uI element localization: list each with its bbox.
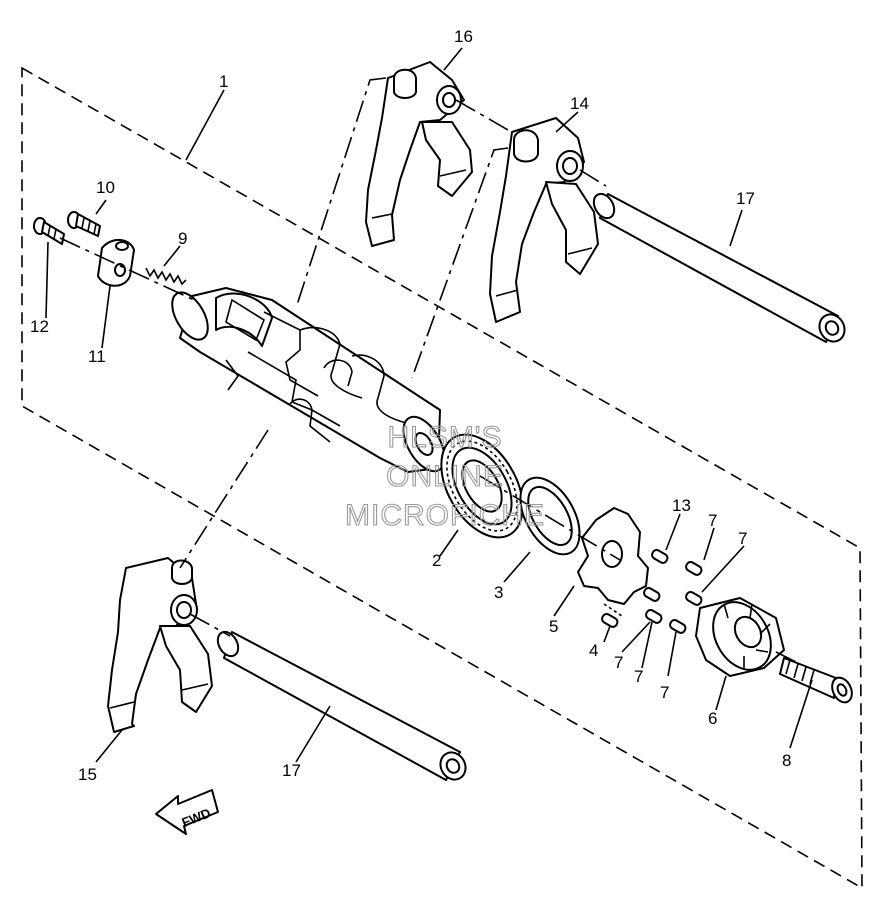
pin-7-b[interactable] <box>685 590 703 607</box>
screw-12[interactable] <box>33 217 65 245</box>
shift-fork-14[interactable] <box>489 117 599 323</box>
pin-7-d[interactable] <box>645 609 663 625</box>
callout-15: 15 <box>78 765 97 784</box>
stopper-plate-11[interactable] <box>97 239 135 287</box>
shift-shaft-17-lower[interactable] <box>214 628 471 784</box>
callout-13: 13 <box>672 496 691 515</box>
callout-7-e: 7 <box>660 683 669 702</box>
shift-shaft-17-upper[interactable] <box>590 190 850 346</box>
callout-17-lower: 17 <box>282 761 301 780</box>
callout-14: 14 <box>570 94 589 113</box>
pin-7-e[interactable] <box>669 619 687 635</box>
drum-segment-6[interactable] <box>695 592 785 680</box>
callout-4: 4 <box>589 641 598 660</box>
callout-7-d: 7 <box>634 667 643 686</box>
pin-13[interactable] <box>651 549 669 565</box>
pin-4[interactable] <box>601 603 623 628</box>
ring-3[interactable] <box>508 468 592 565</box>
callout-3: 3 <box>494 583 503 602</box>
callout-10: 10 <box>96 178 115 197</box>
callout-7-c: 7 <box>614 653 623 672</box>
callout-5: 5 <box>549 617 558 636</box>
callout-8: 8 <box>782 751 791 770</box>
shift-drum-1[interactable] <box>165 286 453 477</box>
watermark: HLSM'S ONLINE MICROFICHE <box>344 420 545 532</box>
bearing-2[interactable] <box>425 421 540 552</box>
callout-9: 9 <box>178 229 187 248</box>
assembly-frame <box>21 66 863 890</box>
callout-6: 6 <box>708 709 717 728</box>
shift-fork-16[interactable] <box>365 61 473 247</box>
fwd-arrow-icon: FWD <box>155 789 219 835</box>
shift-fork-15[interactable] <box>107 557 213 733</box>
callout-11: 11 <box>88 347 106 366</box>
spring-9[interactable] <box>145 267 187 286</box>
callout-7-a: 7 <box>708 511 717 530</box>
watermark-line-1: HLSM'S <box>387 421 502 454</box>
callout-16: 16 <box>454 27 473 46</box>
pin-7-a[interactable] <box>685 561 703 577</box>
watermark-line-3: MICROFICHE <box>345 499 545 532</box>
callout-2: 2 <box>432 551 441 570</box>
pin-7-c[interactable] <box>643 587 661 603</box>
callout-12: 12 <box>30 317 49 336</box>
bolt-8[interactable] <box>779 657 856 706</box>
screw-10[interactable] <box>67 211 101 237</box>
callout-7-b: 7 <box>738 529 747 548</box>
watermark-line-2: ONLINE <box>386 460 504 493</box>
callout-1: 1 <box>219 72 228 91</box>
callout-17-upper: 17 <box>736 189 755 208</box>
